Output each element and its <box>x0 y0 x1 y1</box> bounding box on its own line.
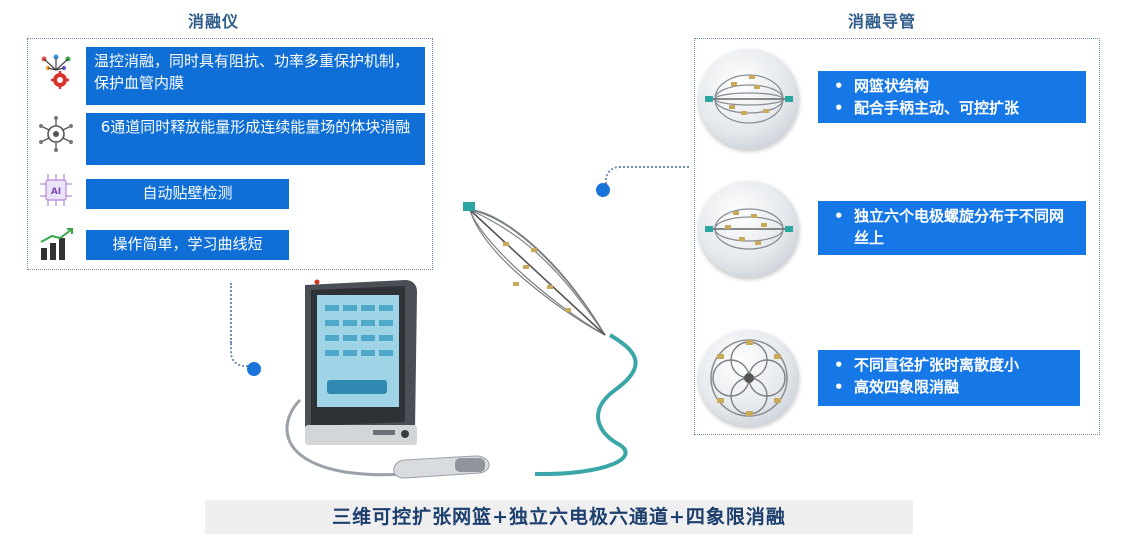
ai-chip-label: AI <box>51 187 61 197</box>
catheter-basket-image-1 <box>699 49 799 149</box>
catheter-feature-quadrant-bullet-2: 高效四象限消融 <box>832 376 1072 398</box>
feature-easy-operation-text: 操作简单，学习曲线短 <box>86 230 289 260</box>
ablation-catheter-panel <box>694 38 1100 435</box>
catheter-basket-image-2 <box>699 181 799 277</box>
connector-line-left <box>230 283 232 343</box>
catheter-feature-basket-bullet-2: 配合手柄主动、可控扩张 <box>832 97 1078 119</box>
right-title: 消融导管 <box>848 12 917 31</box>
feature-six-channel-text: 6通道同时释放能量形成连续能量场的体块消融 <box>86 113 425 165</box>
molecule-energy-icon <box>38 116 74 152</box>
catheter-feature-electrodes-bullet-1: 独立六个电极螺旋分布于不同网丝上 <box>832 205 1078 249</box>
connector-dot-right <box>596 183 610 197</box>
connector-line-left-2 <box>230 343 254 367</box>
catheter-feature-basket-bullet-1: 网篮状结构 <box>832 75 1078 97</box>
catheter-quadrant-image <box>699 330 799 426</box>
catheter-feature-quadrant: 不同直径扩张时离散度小 高效四象限消融 <box>818 350 1080 406</box>
catheter-feature-quadrant-bullet-1: 不同直径扩张时离散度小 <box>832 354 1072 376</box>
catheter-feature-electrodes: 独立六个电极螺旋分布于不同网丝上 <box>818 201 1086 255</box>
ablation-system-illustration <box>285 202 638 479</box>
left-title: 消融仪 <box>188 12 240 31</box>
ablation-device-panel <box>27 38 433 270</box>
connector-line-right <box>605 166 690 188</box>
tech-network-gear-icon <box>38 54 74 90</box>
catheter-feature-basket: 网篮状结构 配合手柄主动、可控扩张 <box>818 71 1086 123</box>
bottom-caption: 三维可控扩张网篮+独立六电极六通道+四象限消融 <box>205 500 913 534</box>
connector-dot-left <box>247 362 261 376</box>
ai-chip-icon: AI <box>38 172 74 208</box>
growth-bar-chart-icon <box>38 226 74 262</box>
feature-temp-control-text: 温控消融，同时具有阻抗、功率多重保护机制，保护血管内膜 <box>86 47 425 105</box>
feature-auto-wall-detect-text: 自动贴壁检测 <box>86 179 289 209</box>
